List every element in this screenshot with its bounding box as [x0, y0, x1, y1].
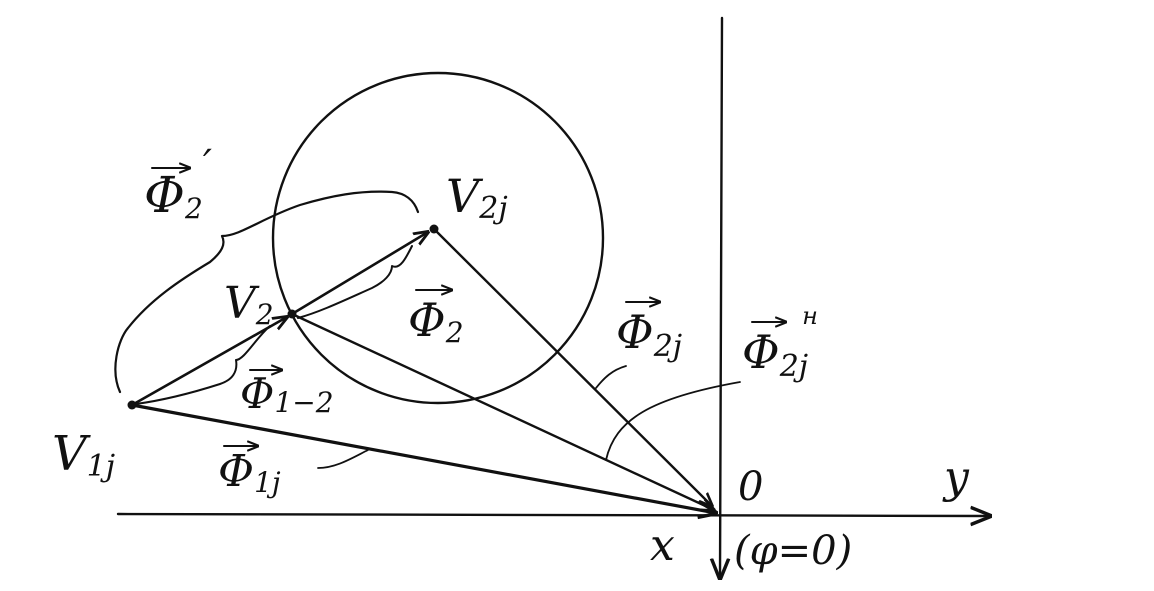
- label-axis-x: x: [650, 520, 675, 571]
- brace-phi2-prime: [114, 190, 420, 394]
- vector-phi-1j: [130, 403, 716, 513]
- horizontal-axis: [116, 514, 990, 516]
- tolerance-circle: [271, 71, 605, 405]
- label-phi2j-h: Φ2jн: [742, 302, 818, 384]
- brace-phi1-2: [135, 325, 271, 405]
- label-v2: V2: [224, 278, 274, 331]
- label-phi-zero: (φ=0): [734, 528, 852, 574]
- vector-phi-2j-h: [290, 312, 714, 510]
- label-phi1j: Φ1j: [218, 446, 281, 499]
- label-phi2j: Φ2j: [616, 305, 682, 364]
- vertical-axis: [720, 16, 722, 578]
- label-axis-y: y: [942, 452, 970, 503]
- vector-phi-2: [290, 232, 428, 316]
- label-v1j: V1j: [52, 426, 115, 484]
- point-v1j: [127, 400, 137, 410]
- label-phi2: Φ2: [408, 293, 464, 349]
- point-v2j: [429, 224, 439, 234]
- leader-phi-2j-h: [605, 381, 741, 461]
- label-origin: 0: [738, 464, 763, 510]
- label-v2j: V2j: [446, 169, 508, 226]
- brace-phi2: [297, 245, 413, 319]
- leader-phi-1j: [317, 449, 369, 469]
- leader-phi-2j: [595, 365, 627, 389]
- label-phi2-prime: Φ2′: [144, 142, 212, 225]
- vector-phi-1-2: [130, 317, 287, 407]
- label-phi1-2: Φ1−2: [240, 369, 334, 419]
- point-v2: [287, 309, 297, 319]
- vector-phi-2j: [432, 227, 712, 506]
